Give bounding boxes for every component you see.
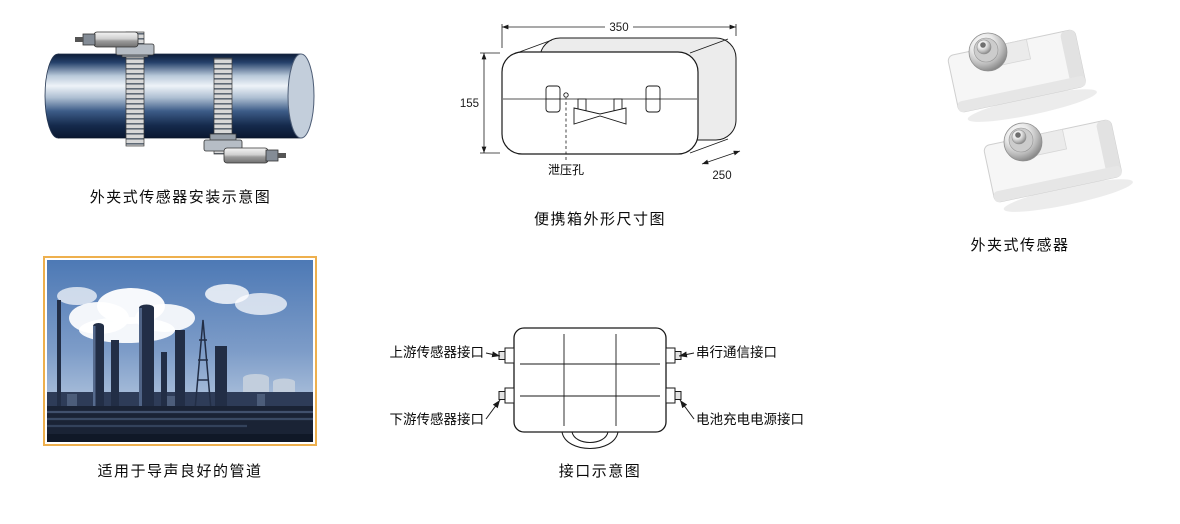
connector-battery [665, 387, 682, 404]
midground-structures [67, 394, 265, 406]
connector-serial [665, 347, 682, 364]
pipe [44, 53, 315, 139]
height-value: 155 [460, 98, 479, 110]
device-body [513, 327, 667, 433]
case-latches [545, 85, 661, 113]
dimension-height: 155 [460, 52, 500, 154]
pipe-installation-illustration [44, 31, 315, 164]
dimension-width: 350 [501, 22, 737, 48]
towers [57, 300, 227, 418]
vent-hole-callout: 泄压孔 [548, 92, 584, 177]
pipeline-photo [47, 260, 313, 442]
case-dimension-drawing: 泄压孔 350 155 250 [460, 22, 741, 182]
transducer-head-upper [968, 32, 1008, 72]
photo-frame [43, 256, 317, 446]
interface-diagram: 上游传感器接口 下游传感器接口 串行通信接口 电池充电电源接口 [390, 327, 804, 449]
figure-pipe-installation: 外夹式传感器安装示意图 [28, 18, 333, 207]
downstream-transducer [203, 139, 286, 164]
serial-port-label: 串行通信接口 [696, 344, 777, 360]
case-outline [501, 37, 737, 155]
depth-value: 250 [712, 170, 731, 182]
leader-arrows [485, 351, 695, 420]
sensor-block-upper [947, 29, 1097, 122]
upstream-port-label: 上游传感器接口 [390, 344, 485, 360]
case-handle [573, 98, 627, 125]
caption-clamp-sensor: 外夹式传感器 [970, 237, 1070, 254]
width-value: 350 [609, 22, 628, 34]
lattice-tower [194, 319, 212, 411]
connector-downstream [498, 387, 515, 404]
tower-highlight [139, 308, 142, 418]
device-stand [561, 431, 619, 449]
connector-upstream [498, 347, 515, 364]
battery-port-label: 电池充电电源接口 [696, 411, 804, 427]
downstream-port-label: 下游传感器接口 [390, 411, 485, 427]
caption-pipeline-photo: 适用于导声良好的管道 [97, 463, 263, 480]
clamp-sensor-photo [947, 29, 1133, 212]
transducer-head-lower [1003, 122, 1043, 162]
dimension-depth: 250 [701, 150, 741, 182]
figure-interface-diagram: 上游传感器接口 下游传感器接口 串行通信接口 电池充电电源接口 接口示意图 [380, 320, 820, 481]
caption-interface-diagram: 接口示意图 [558, 463, 642, 480]
vent-hole-label: 泄压孔 [548, 163, 584, 177]
tower-highlight [93, 326, 96, 418]
caption-pipe-installation: 外夹式传感器安装示意图 [89, 189, 272, 206]
figure-clamp-sensor-photo: 外夹式传感器 [895, 10, 1145, 255]
upstream-transducer [75, 31, 155, 56]
caption-case-dimensions: 便携箱外形尺寸图 [533, 211, 666, 228]
figure-pipeline-photo: 适用于导声良好的管道 [42, 256, 318, 481]
figure-case-dimensions: 泄压孔 350 155 250 便携箱外形尺 [450, 12, 750, 229]
clamp-strap-downstream [209, 57, 237, 155]
sensor-block-lower [983, 119, 1133, 212]
pipe-racks [47, 406, 313, 442]
